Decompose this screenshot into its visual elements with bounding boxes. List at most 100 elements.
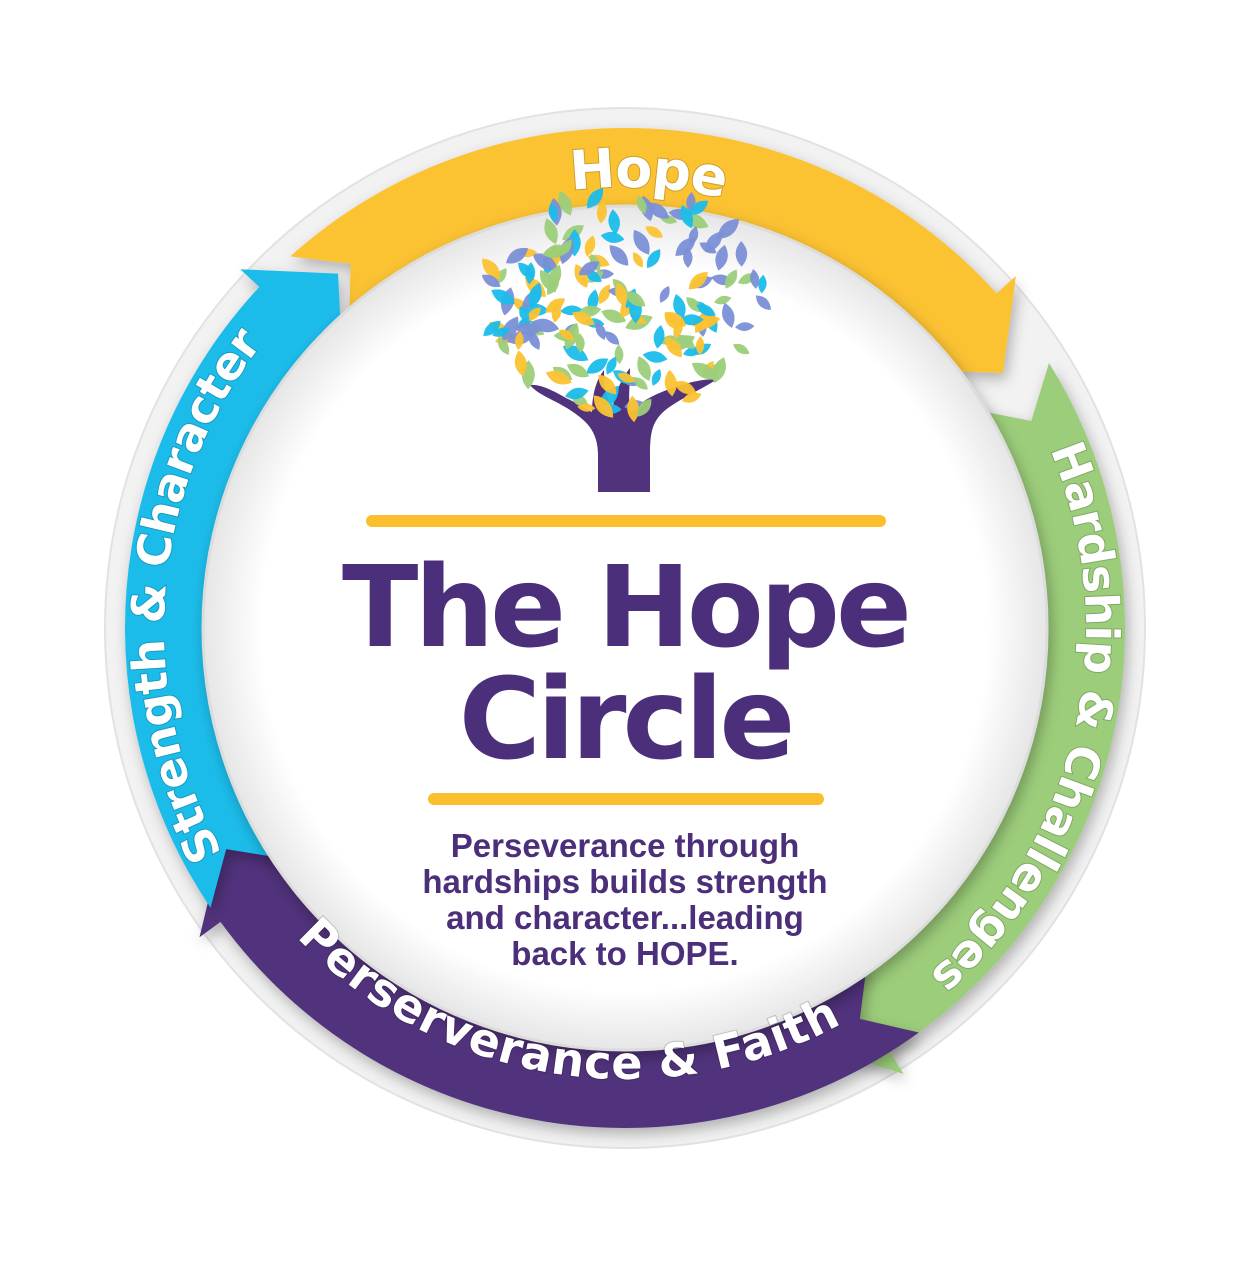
leaf — [545, 370, 572, 385]
leaf — [715, 244, 728, 271]
leaf — [713, 295, 732, 305]
leaf — [578, 261, 600, 276]
leaf — [688, 226, 699, 246]
leaf — [632, 377, 648, 390]
leaf — [600, 231, 625, 243]
leaf — [515, 331, 524, 350]
tagline-line: Perseverance through — [450, 827, 800, 864]
leaf — [601, 309, 627, 323]
leaf — [665, 336, 682, 358]
tagline-line: hardships builds strength — [422, 863, 828, 900]
leaf — [566, 363, 590, 378]
leaf — [575, 333, 585, 354]
segment-hardship-challenges-arrow — [810, 363, 1126, 1075]
segment-perserverance-faith-arrow — [199, 842, 919, 1128]
leaf — [587, 187, 604, 209]
leaf — [679, 314, 704, 326]
leaf — [564, 387, 589, 400]
leaf — [755, 295, 771, 310]
accent-bar-top — [366, 515, 886, 527]
leaf — [514, 350, 527, 377]
leaf — [688, 272, 708, 290]
segment-strength-character-arrow — [124, 269, 343, 908]
leaf — [681, 392, 702, 403]
leaf — [604, 331, 620, 345]
leaf — [483, 320, 501, 336]
leaf — [572, 311, 595, 326]
segment-hope-arrow — [290, 127, 1016, 373]
leaf — [624, 291, 646, 307]
tagline: Perseverance through hardships builds st… — [370, 828, 880, 972]
leaf — [501, 316, 519, 342]
leaf — [495, 268, 507, 285]
leaf — [653, 325, 665, 349]
leaf — [758, 274, 767, 294]
leaf — [606, 356, 617, 375]
leaf — [673, 381, 697, 395]
leaf — [614, 344, 624, 365]
leaf — [559, 329, 575, 340]
leaf — [712, 357, 726, 384]
leaf — [733, 343, 750, 355]
leaf — [642, 351, 668, 363]
leaf — [705, 231, 723, 253]
leaf — [548, 202, 558, 223]
leaf — [596, 201, 607, 224]
leaf — [615, 282, 628, 307]
leaf — [691, 362, 717, 380]
leaf — [526, 307, 541, 322]
leaf — [608, 209, 620, 235]
leaf — [722, 302, 735, 329]
leaf — [627, 395, 640, 423]
leaf — [633, 252, 643, 268]
leaf — [498, 337, 510, 355]
leaf — [645, 226, 663, 238]
leaf — [735, 322, 755, 331]
leaf — [584, 235, 596, 257]
leaf — [637, 398, 652, 417]
leaf — [482, 258, 501, 280]
leaf — [717, 218, 740, 239]
leaf — [750, 268, 760, 289]
leaf — [505, 247, 529, 264]
leaf — [525, 262, 536, 285]
leaf — [528, 282, 542, 309]
leaf — [598, 374, 617, 395]
accent-bar-bottom — [428, 793, 824, 805]
leaf — [547, 264, 562, 290]
leaf — [598, 284, 611, 305]
tree-trunk-hands — [530, 368, 716, 492]
leaf — [544, 218, 558, 245]
leaf — [481, 274, 501, 288]
leaf — [680, 205, 694, 229]
leaf — [659, 286, 670, 303]
tagline-line: and character...leading — [446, 899, 804, 936]
leaf — [492, 327, 511, 337]
tree-with-hands-icon — [481, 187, 771, 492]
leaf — [551, 301, 562, 323]
leaf — [735, 241, 748, 267]
leaf — [558, 190, 573, 216]
inner-circle — [201, 204, 1049, 1052]
leaf — [593, 395, 614, 418]
leaf — [609, 245, 629, 266]
leaf — [532, 253, 558, 271]
leaf — [673, 320, 683, 339]
leaf — [595, 321, 606, 340]
leaf — [586, 358, 609, 374]
leaf — [560, 239, 572, 256]
leaf — [519, 306, 530, 324]
leaf — [664, 369, 677, 397]
leaf — [574, 263, 589, 289]
leaf — [577, 403, 596, 412]
tagline-line: back to HOPE. — [511, 935, 739, 972]
leaf — [673, 293, 686, 320]
leaf — [562, 345, 589, 362]
leaf — [636, 195, 647, 214]
page-title-line1: The Hope — [342, 543, 912, 673]
leaf — [688, 200, 709, 215]
leaf — [696, 304, 716, 317]
leaf — [637, 356, 651, 381]
